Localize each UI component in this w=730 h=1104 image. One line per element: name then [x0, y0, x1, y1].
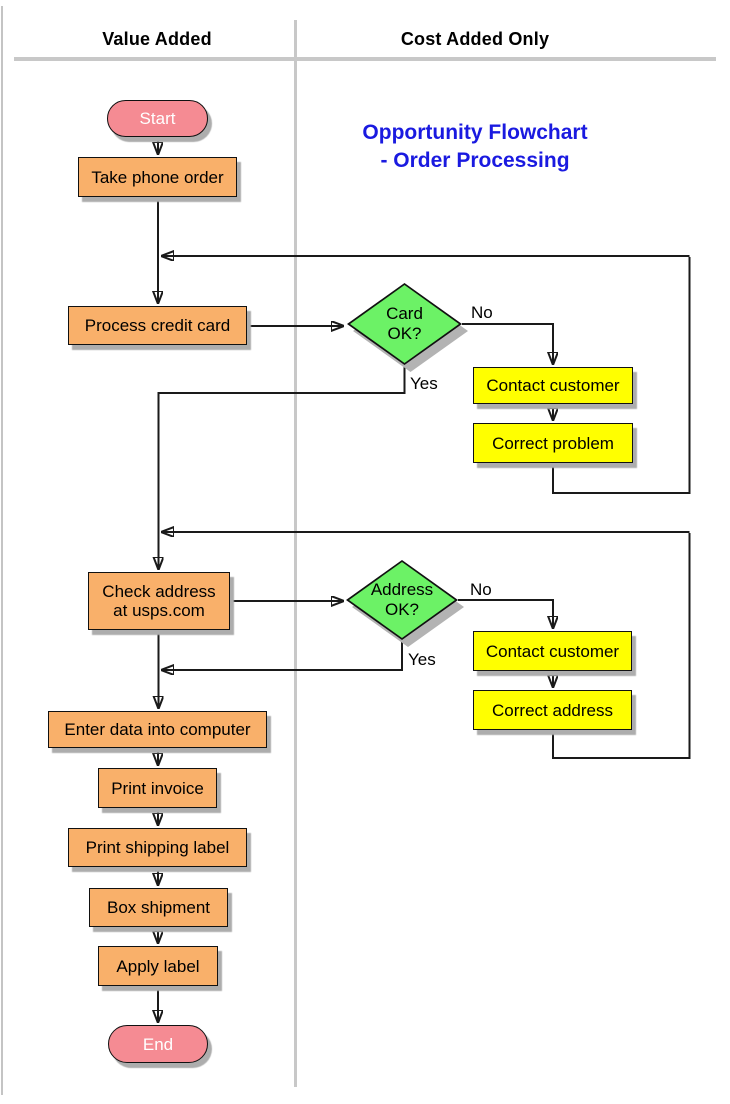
correct-address-step: Correct address — [473, 690, 632, 730]
address-ok-line2: OK? — [384, 600, 420, 619]
header-rule-line — [14, 57, 716, 61]
end-label: End — [142, 1034, 174, 1054]
apply-label-step: Apply label — [98, 946, 218, 986]
card-ok-text: Card OK? — [347, 283, 462, 365]
end-terminator: End — [108, 1025, 208, 1063]
edge-address-ok-no-to-contact-customer — [458, 599, 553, 628]
start-terminator: Start — [107, 100, 208, 137]
edge-address-ok-yes-merge — [162, 640, 403, 670]
chart-title-line2: - Order Processing — [380, 149, 570, 172]
card-ok-line2: OK? — [387, 324, 422, 343]
print-invoice-step: Print invoice — [98, 768, 217, 808]
column-header-value-added: Value Added — [102, 29, 212, 49]
process-credit-card-step: Process credit card — [68, 306, 247, 345]
edge-correct-problem-loopback — [552, 257, 691, 494]
contact-customer-1-label: Contact customer — [486, 376, 620, 395]
enter-data-label: Enter data into computer — [64, 720, 251, 739]
edge-label-card-no: No — [471, 303, 493, 322]
correct-problem-label: Correct problem — [492, 433, 614, 453]
contact-customer-1-step: Contact customer — [473, 367, 633, 404]
print-shipping-label-step: Print shipping label — [68, 828, 247, 867]
box-shipment-label: Box shipment — [107, 898, 210, 917]
process-credit-card-label: Process credit card — [84, 316, 231, 335]
start-label: Start — [139, 109, 176, 128]
edge-label-card-yes: Yes — [410, 374, 438, 393]
check-address-line2: at usps.com — [113, 601, 205, 620]
edge-card-ok-yes-to-check-address — [159, 365, 406, 569]
edge-card-ok-no-to-contact-customer — [462, 323, 553, 364]
take-phone-order-label: Take phone order — [91, 167, 224, 187]
chart-title-line1: Opportunity Flowchart — [362, 121, 588, 144]
contact-customer-2-step: Contact customer — [473, 631, 632, 671]
apply-label-label: Apply label — [116, 956, 200, 976]
address-ok-text: Address OK? — [346, 560, 458, 640]
contact-customer-2-label: Contact customer — [485, 641, 620, 661]
edge-label-address-no: No — [470, 580, 492, 599]
take-phone-order-step: Take phone order — [78, 157, 237, 197]
correct-address-label: Correct address — [492, 700, 613, 720]
address-ok-decision: Address OK? — [346, 560, 464, 647]
address-ok-line1: Address — [370, 580, 434, 599]
page-left-border — [1, 6, 3, 1095]
column-divider-line — [294, 20, 297, 1087]
box-shipment-step: Box shipment — [89, 888, 228, 927]
card-ok-decision: Card OK? — [347, 283, 468, 372]
correct-problem-step: Correct problem — [473, 423, 633, 463]
edge-label-address-yes: Yes — [408, 650, 436, 669]
print-invoice-label: Print invoice — [111, 778, 204, 798]
edge-correct-address-loopback — [552, 533, 691, 759]
column-header-cost-added-only: Cost Added Only — [400, 29, 550, 49]
check-address-line1: Check address — [102, 582, 216, 601]
chart-title: Opportunity Flowchart - Order Processing — [325, 119, 625, 175]
print-shipping-label-label: Print shipping label — [85, 838, 230, 857]
check-address-step: Check address at usps.com — [88, 572, 230, 630]
card-ok-line1: Card — [386, 304, 423, 323]
enter-data-step: Enter data into computer — [48, 711, 267, 748]
